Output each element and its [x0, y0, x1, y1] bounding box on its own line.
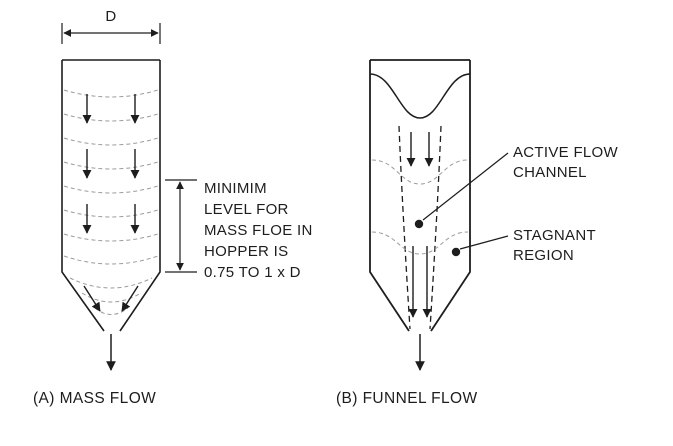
- width-dimension: [61, 23, 161, 44]
- stagnant-boundary-lines: [371, 159, 469, 255]
- callout-leader-lines: [422, 152, 509, 250]
- channel-flow-arrows: [406, 132, 434, 318]
- active-flow-label: ACTIVE FLOW CHANNEL: [513, 144, 618, 181]
- stagnant-callout-dot: [451, 247, 461, 257]
- material-surface-curve: [369, 73, 471, 119]
- hopper-left-wall-right: [369, 60, 410, 332]
- stagnant-region-label: STAGNANT REGION: [513, 227, 596, 264]
- flow-profile-lines: [63, 89, 159, 315]
- funnel-flow-hopper: [369, 59, 509, 371]
- caption-mass-flow: (A) MASS FLOW: [33, 390, 157, 407]
- hopper-right-wall-right: [430, 60, 471, 332]
- min-level-note: MINIMIM LEVEL FOR MASS FLOE IN HOPPER IS…: [204, 180, 313, 281]
- stagnant-leader: [459, 235, 509, 250]
- min-level-dimension: [165, 179, 197, 273]
- active-flow-callout-dot: [414, 219, 424, 229]
- active-flow-leader: [422, 152, 509, 221]
- hopper-left-wall: [61, 60, 105, 332]
- hopper-right-wall: [119, 60, 161, 332]
- caption-funnel-flow: (B) FUNNEL FLOW: [336, 390, 478, 407]
- mass-flow-hopper: [61, 23, 197, 371]
- mass-flow-arrows: [82, 94, 140, 312]
- dimension-label-d: D: [105, 8, 117, 25]
